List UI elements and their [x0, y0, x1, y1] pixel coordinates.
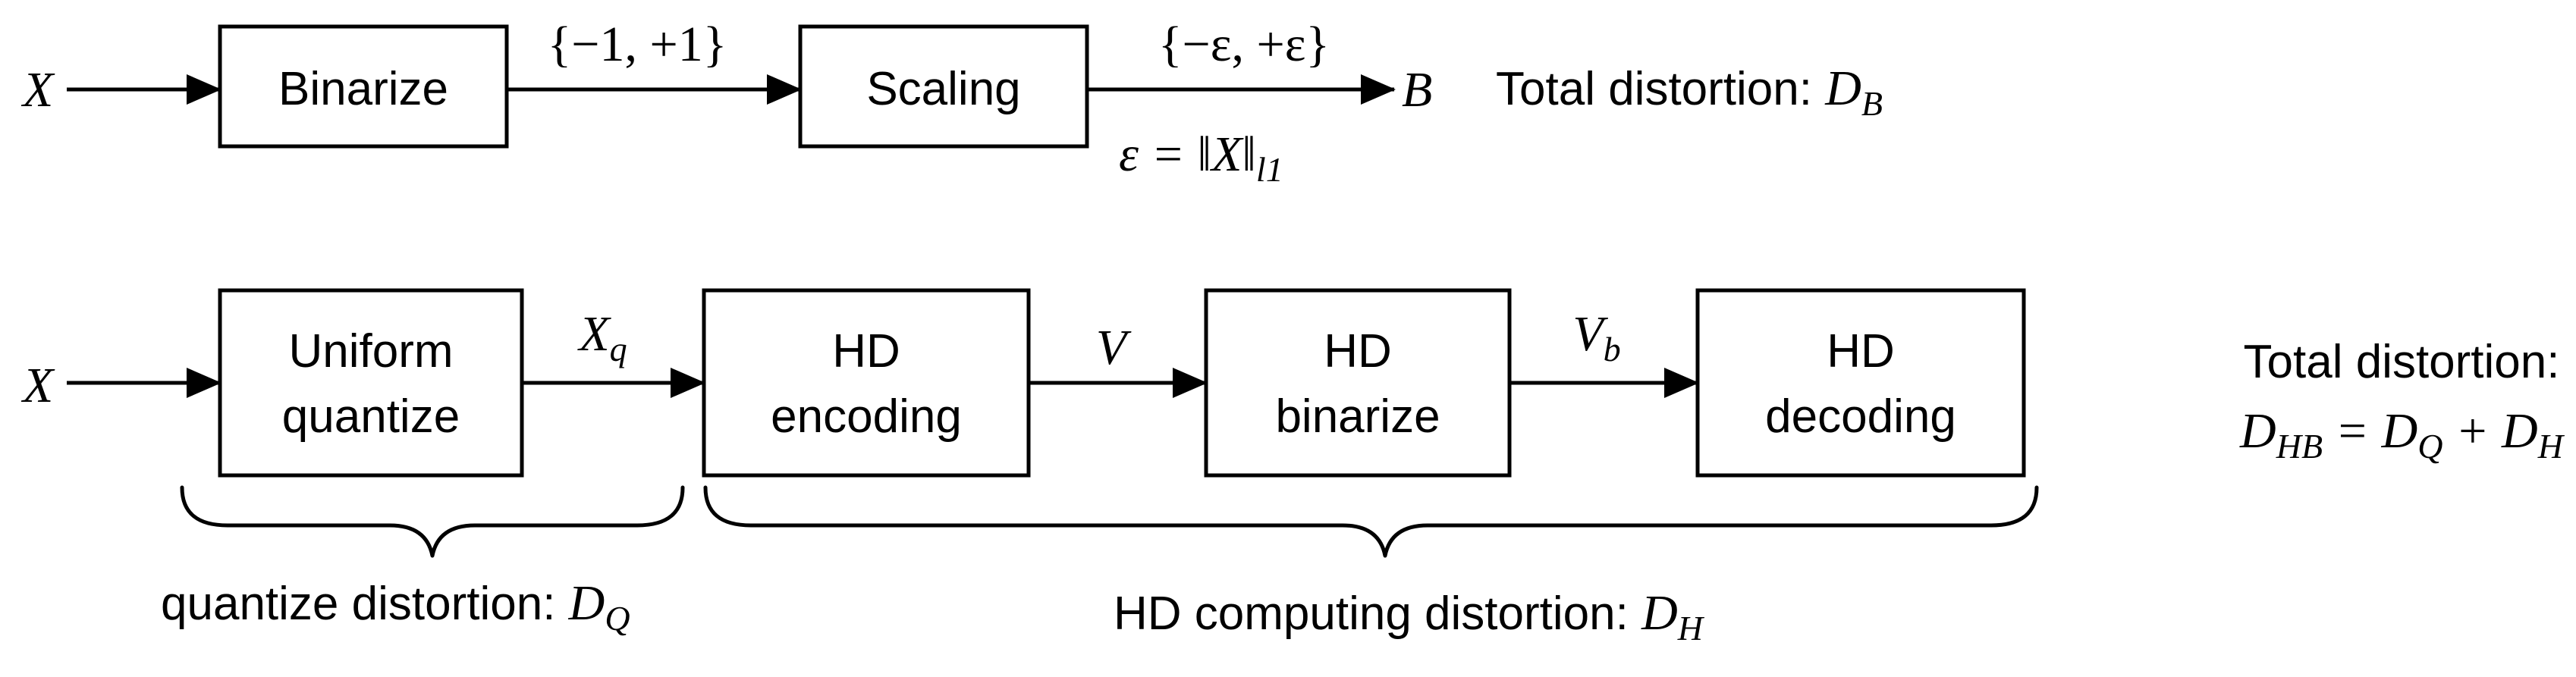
uniform-quantize-box — [218, 288, 524, 478]
scaling-box — [798, 24, 1089, 149]
hd-decoding-label-line2: decoding — [1765, 390, 1956, 443]
hd-binarize-label-line2: binarize — [1275, 390, 1440, 443]
total-distortion-equation: DHB = DQ + DH — [2239, 403, 2565, 465]
hd-binarize-label-line1: HD — [1324, 325, 1392, 378]
quantize-output-xq: Xq — [576, 306, 627, 368]
hd-decoding-label-line1: HD — [1827, 325, 1895, 378]
uniform-quantize-label-line2: quantize — [282, 390, 460, 443]
hd-encoding-label-line2: encoding — [771, 390, 962, 443]
scaling-box-label: Scaling — [866, 63, 1020, 115]
top-distortion-label: Total distortion: DB — [1496, 61, 1883, 123]
hd-binarize-box — [1204, 288, 1512, 478]
epsilon-definition: ε = ‖X‖l1 — [1119, 127, 1283, 189]
binarize-box-label: Binarize — [278, 63, 448, 115]
scaling-output-set: {−ε, +ε} — [1158, 17, 1330, 72]
bottom-input-x: X — [20, 358, 55, 413]
braces: quantize distortion: DQ HD computing dis… — [161, 485, 2039, 647]
hd-computing-distortion-label: HD computing distortion: DH — [1114, 585, 1705, 647]
hd-encoding-label-line1: HD — [832, 325, 900, 378]
bottom-row: X Uniform quantize Xq HD encoding V HD b… — [20, 288, 2565, 478]
top-row: X Binarize {−1, +1} Scaling {−ε, +ε} B ε… — [20, 17, 1883, 189]
uniform-quantize-label-line1: Uniform — [288, 325, 453, 378]
top-input-x: X — [20, 62, 55, 118]
total-distortion-label: Total distortion: — [2244, 336, 2560, 388]
encoding-output-v: V — [1096, 320, 1132, 375]
quantize-distortion-label: quantize distortion: DQ — [161, 575, 630, 638]
quantize-brace — [180, 485, 685, 558]
hd-encoding-box — [702, 288, 1031, 478]
binarize-output-vb: Vb — [1572, 306, 1620, 368]
binarize-output-set: {−1, +1} — [548, 17, 727, 72]
top-output-b: B — [1402, 62, 1432, 118]
hd-decoding-box — [1695, 288, 2026, 478]
binarize-box — [218, 24, 509, 149]
hd-computing-brace — [703, 485, 2039, 558]
